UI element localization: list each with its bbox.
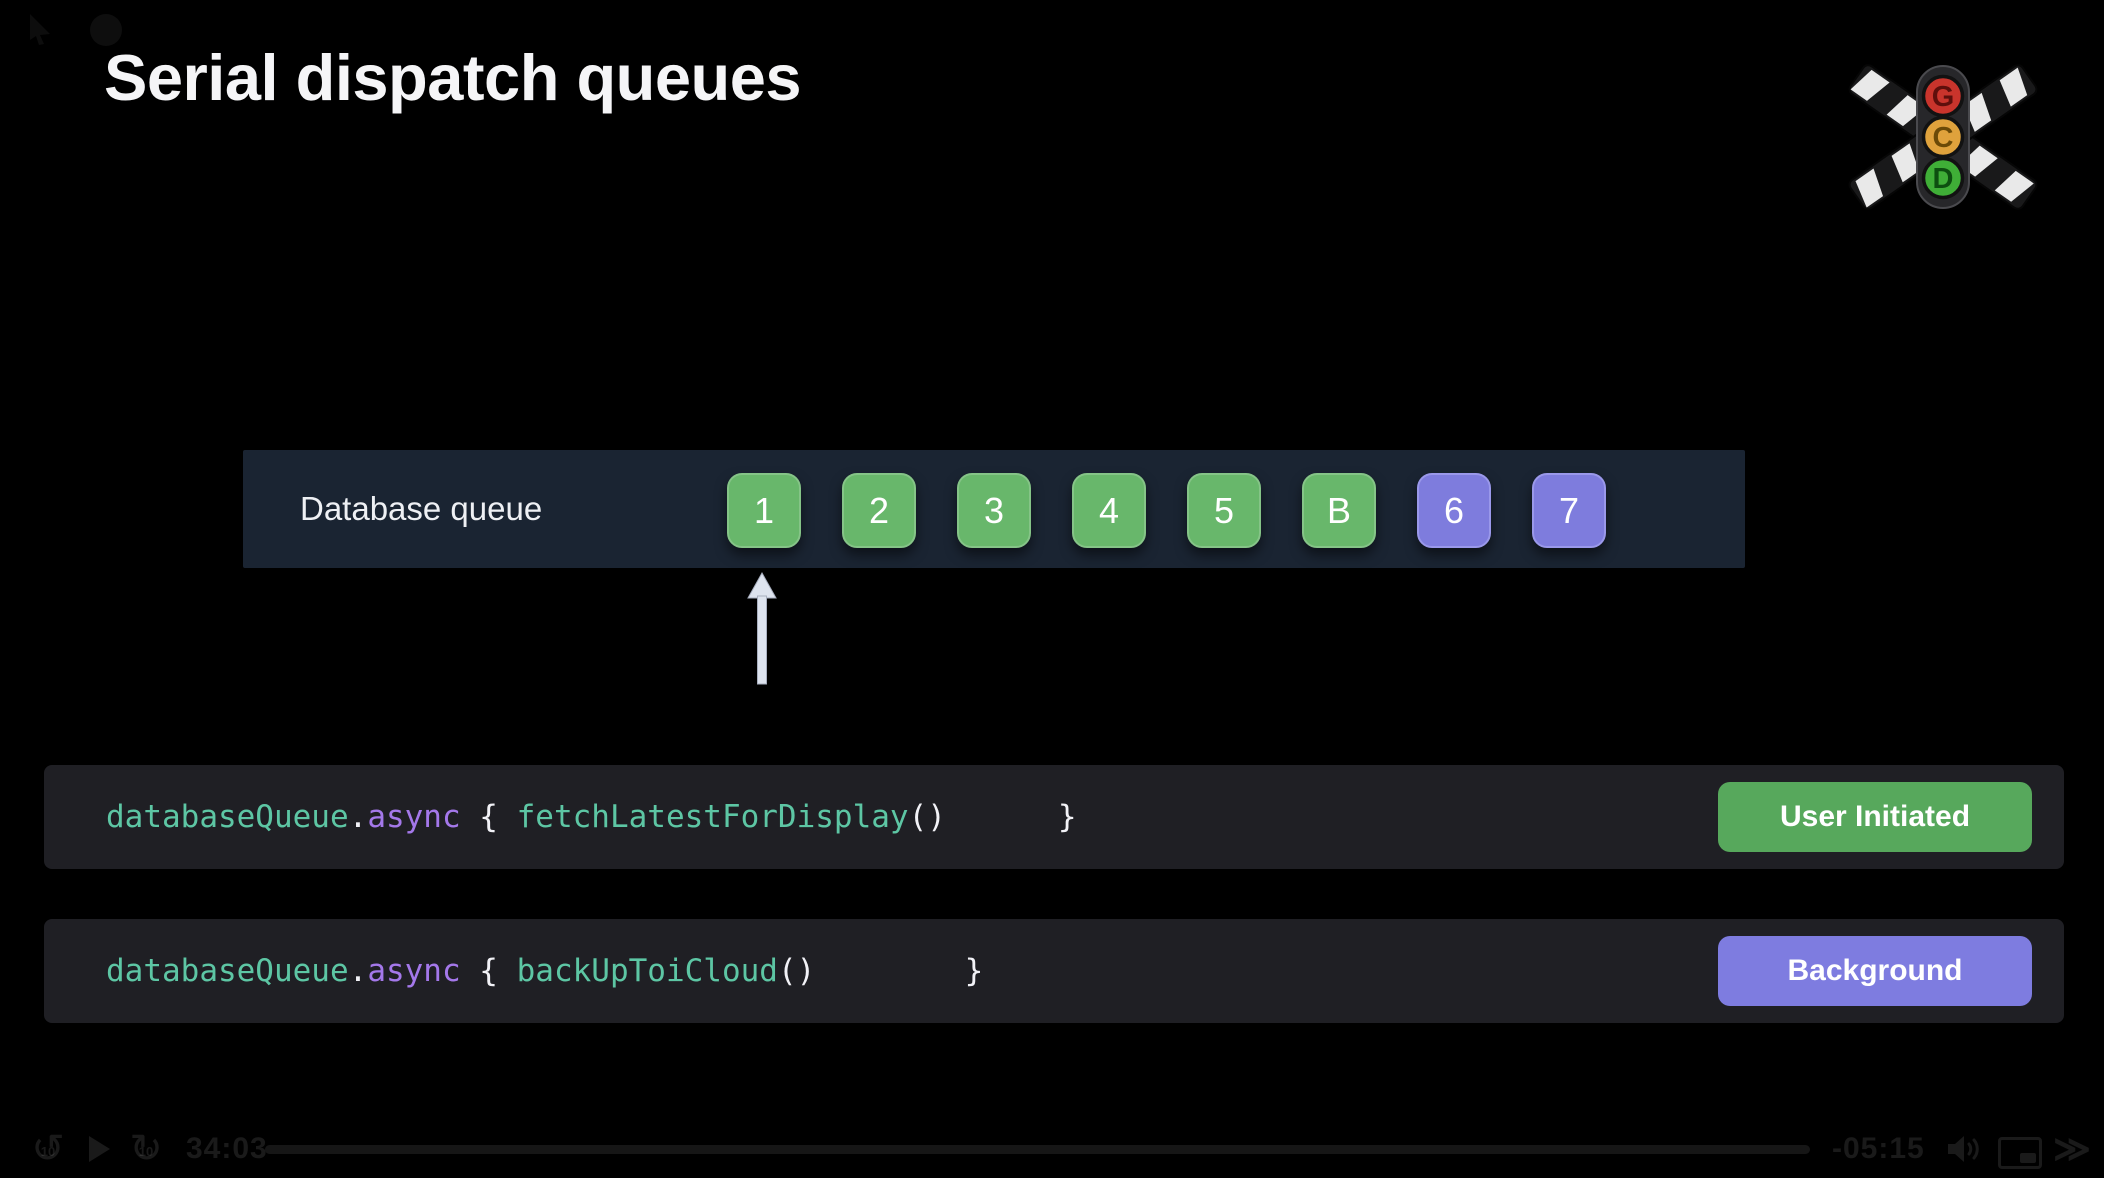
queue-block-1: 1 (727, 473, 801, 548)
queue-block-4: 4 (1072, 473, 1146, 548)
code-token: databaseQueue (106, 953, 349, 989)
code-token: } (815, 953, 984, 989)
queue-label: Database queue (300, 490, 543, 527)
code-token: } (945, 799, 1077, 835)
code-token: async (367, 953, 461, 989)
red-light (1921, 74, 1965, 118)
queue-block-3: 3 (957, 473, 1031, 548)
picture-in-picture-button[interactable] (1998, 1137, 2042, 1169)
play-icon (89, 1136, 110, 1162)
page-title: Serial dispatch queues (104, 41, 802, 114)
code-row-user-initiated: databaseQueue.async { fetchLatestForDisp… (44, 765, 2064, 869)
queue-block-2: 2 (842, 473, 916, 548)
code-token: () (777, 953, 816, 989)
video-player-controls: ↺ 10 ↻ 10 34:03 -05:15 ≫ (0, 1120, 2104, 1178)
code-token: { (460, 953, 517, 989)
qos-badge-purple: Background (1718, 936, 2032, 1006)
code-token: async (367, 799, 461, 835)
pointer-arrow (747, 571, 777, 685)
code-token: databaseQueue (106, 799, 349, 835)
skip-forward-amount: 10 (138, 1144, 154, 1159)
amber-light (1921, 115, 1965, 159)
skip-forward-icon: ↻ (129, 1126, 163, 1172)
code-line: databaseQueue.async { backUpToiCloud() } (106, 919, 983, 1023)
queue-block-6: 6 (1417, 473, 1491, 548)
remaining-time: -05:15 (1832, 1132, 1925, 1165)
code-token: { (460, 799, 517, 835)
logo-letter-d: D (1933, 163, 1954, 195)
code-token: backUpToiCloud (516, 953, 778, 989)
fast-forward-icon: ≫ (2053, 1128, 2091, 1169)
skip-back-button[interactable]: ↺ 10 (28, 1120, 68, 1178)
volume-button[interactable] (1944, 1120, 1988, 1178)
fast-forward-button[interactable]: ≫ (2052, 1120, 2092, 1178)
queue-block-B: B (1302, 473, 1376, 548)
gcd-traffic-light-logo: G C D (1848, 64, 2038, 210)
code-token: . (348, 799, 368, 835)
faint-cursor-icon (30, 14, 50, 45)
elapsed-time: 34:03 (186, 1132, 268, 1165)
code-token: () (908, 799, 946, 835)
skip-forward-button[interactable]: ↻ 10 (126, 1120, 166, 1178)
code-token: fetchLatestForDisplay (516, 799, 909, 835)
logo-letter-g: G (1932, 81, 1955, 113)
green-light (1921, 156, 1965, 200)
play-button[interactable] (82, 1120, 116, 1178)
skip-back-icon: ↺ (31, 1126, 65, 1172)
code-row-background: databaseQueue.async { backUpToiCloud() }… (44, 919, 2064, 1023)
queue-block-7: 7 (1532, 473, 1606, 548)
queue-block-5: 5 (1187, 473, 1261, 548)
skip-back-amount: 10 (40, 1144, 56, 1159)
code-token: . (348, 953, 368, 989)
code-line: databaseQueue.async { fetchLatestForDisp… (106, 765, 1077, 869)
seek-bar[interactable] (265, 1145, 1810, 1154)
qos-badge-green: User Initiated (1718, 782, 2032, 852)
logo-letter-c: C (1933, 122, 1954, 154)
speaker-icon (1948, 1136, 1979, 1162)
faint-record-glyph (90, 14, 122, 46)
